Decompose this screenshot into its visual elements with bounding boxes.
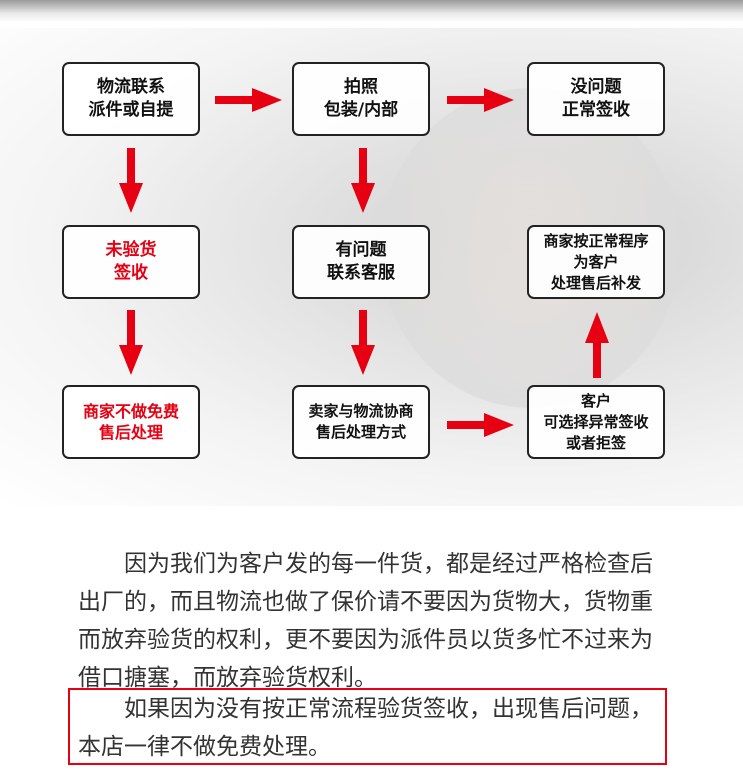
- arrow-down-4: [351, 310, 375, 375]
- step-refuse-or-abnormal: 客户 可选择异常签收 或者拒签: [527, 385, 665, 459]
- arrow-down-3: [351, 148, 375, 213]
- step-photo-package: 拍照 包装/内部: [292, 62, 430, 136]
- warning-frame: [68, 688, 667, 765]
- arrow-down-1: [119, 148, 143, 213]
- arrow-down-2: [119, 310, 143, 375]
- warning-paragraph: 如果因为没有按正常流程验货签收，出现售后问题，本店一律不做免费处理。: [78, 696, 653, 760]
- arrow-up-1: [585, 312, 609, 378]
- step-reship: 商家按正常程序 为客户 处理售后补发: [527, 225, 665, 299]
- arrow-right-3: [447, 413, 514, 437]
- arrow-right-2: [447, 88, 514, 112]
- step-no-free-service: 商家不做免费 售后处理: [62, 385, 200, 459]
- step-contact-service: 有问题 联系客服: [292, 225, 430, 299]
- notice-paragraph: 因为我们为客户发的每一件货，都是经过严格检查后出厂的，而且物流也做了保价请不要因…: [78, 551, 653, 691]
- top-shadow-bar: [0, 0, 743, 22]
- step-negotiate: 卖家与物流协商 售后处理方式: [292, 385, 430, 459]
- step-normal-signoff: 没问题 正常签收: [527, 62, 665, 136]
- step-contact-logistics: 物流联系 派件或自提: [62, 62, 200, 136]
- flow-arrows: [119, 88, 609, 437]
- step-unchecked-signoff: 未验货 签收: [62, 225, 200, 299]
- arrow-right-1: [215, 88, 282, 112]
